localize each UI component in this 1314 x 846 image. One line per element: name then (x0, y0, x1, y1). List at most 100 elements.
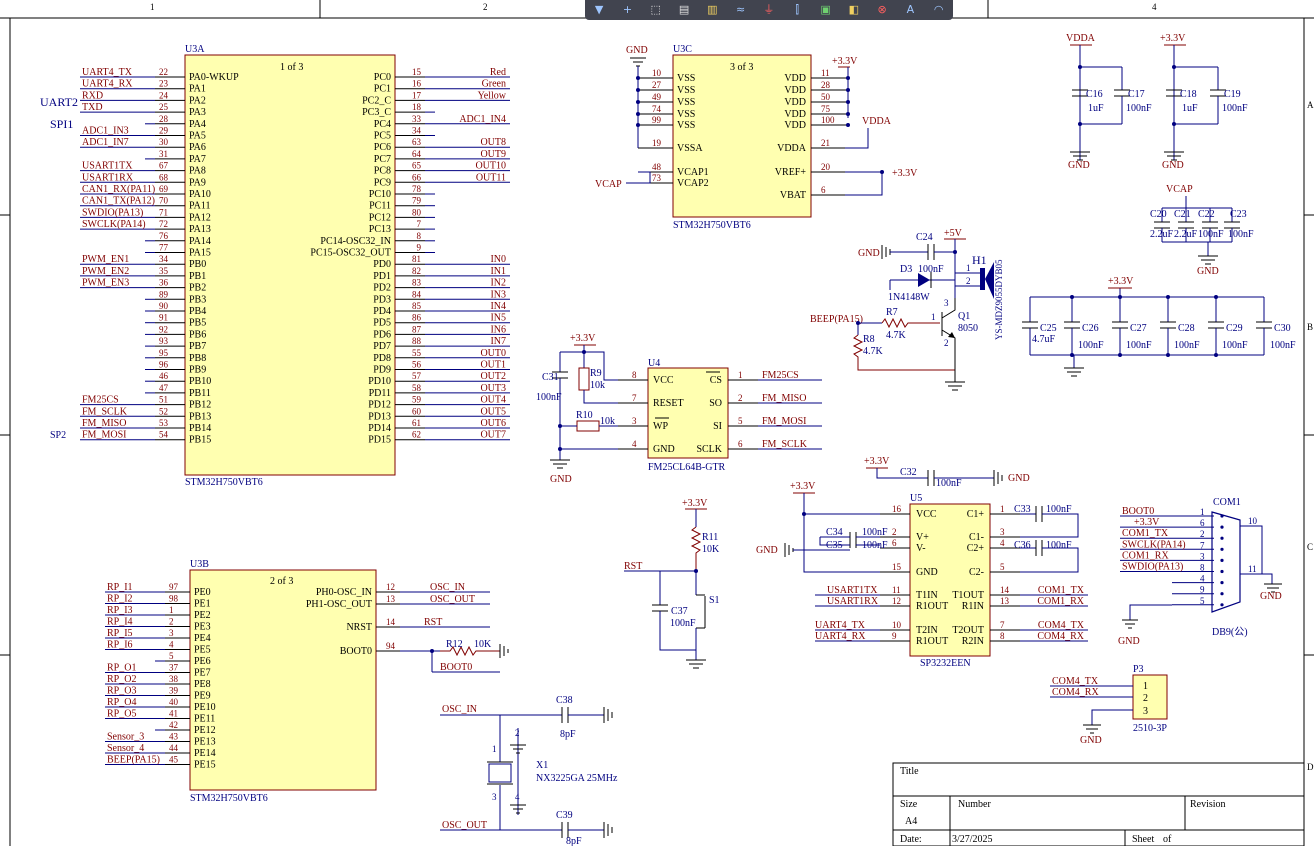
power-port-icon[interactable]: ⏚ (763, 3, 775, 16)
pin[interactable]: 8 (1172, 563, 1224, 574)
pin[interactable]: V+2 (880, 527, 929, 543)
wire-icon[interactable]: ≈ (736, 3, 746, 16)
u3a-component[interactable]: U3A 1 of 3 STM32H750VBT6 PA0-WKUP22UART4… (40, 44, 510, 488)
pin[interactable]: 2 (1172, 529, 1224, 540)
pin[interactable]: 5 (1172, 596, 1224, 607)
sheet-icon[interactable]: ▣ (820, 3, 831, 16)
pin[interactable]: 1 (1172, 507, 1224, 518)
u3b-component[interactable]: U3B 2 of 3 STM32H750VBT6 PE097RP_I1PE198… (105, 559, 509, 804)
net-label-icon[interactable]: ◧ (848, 3, 860, 16)
pin[interactable]: 3 (1172, 551, 1224, 563)
p3-connector[interactable]: P3 2510-3P 1 2 3 COM4_TX COM4_RX GND (1050, 664, 1168, 746)
pin[interactable]: V-6 (880, 538, 926, 554)
pin[interactable]: 6 (1172, 518, 1224, 529)
u3c-body[interactable] (672, 54, 812, 218)
u3a-body[interactable] (184, 54, 396, 476)
oscillator-circuit[interactable]: OSC_IN C38 8pF OSC_OUT C39 8pF X1 NX3225… (440, 695, 618, 846)
u5-component[interactable]: U5 SP3232EEN VCC16V+2V-6GND15T1IN11USART… (756, 456, 1088, 669)
reset-circuit[interactable]: +3.3V R11 10K RST C37 100nF S1 (624, 498, 720, 669)
component-icon[interactable]: ▥ (707, 3, 718, 16)
pin[interactable]: 4 (1172, 574, 1224, 585)
r12-resistor[interactable]: R12 10K (440, 639, 509, 658)
pin[interactable]: C2+4 (967, 538, 1020, 554)
decoupling-section[interactable]: VDDA +3.3V C161uFC17100nFC181uFC19100nF … (1022, 33, 1296, 377)
arc-icon[interactable]: ◠ (933, 3, 944, 16)
pin[interactable]: VREF+20 (775, 162, 848, 178)
u4-body[interactable] (647, 367, 729, 459)
